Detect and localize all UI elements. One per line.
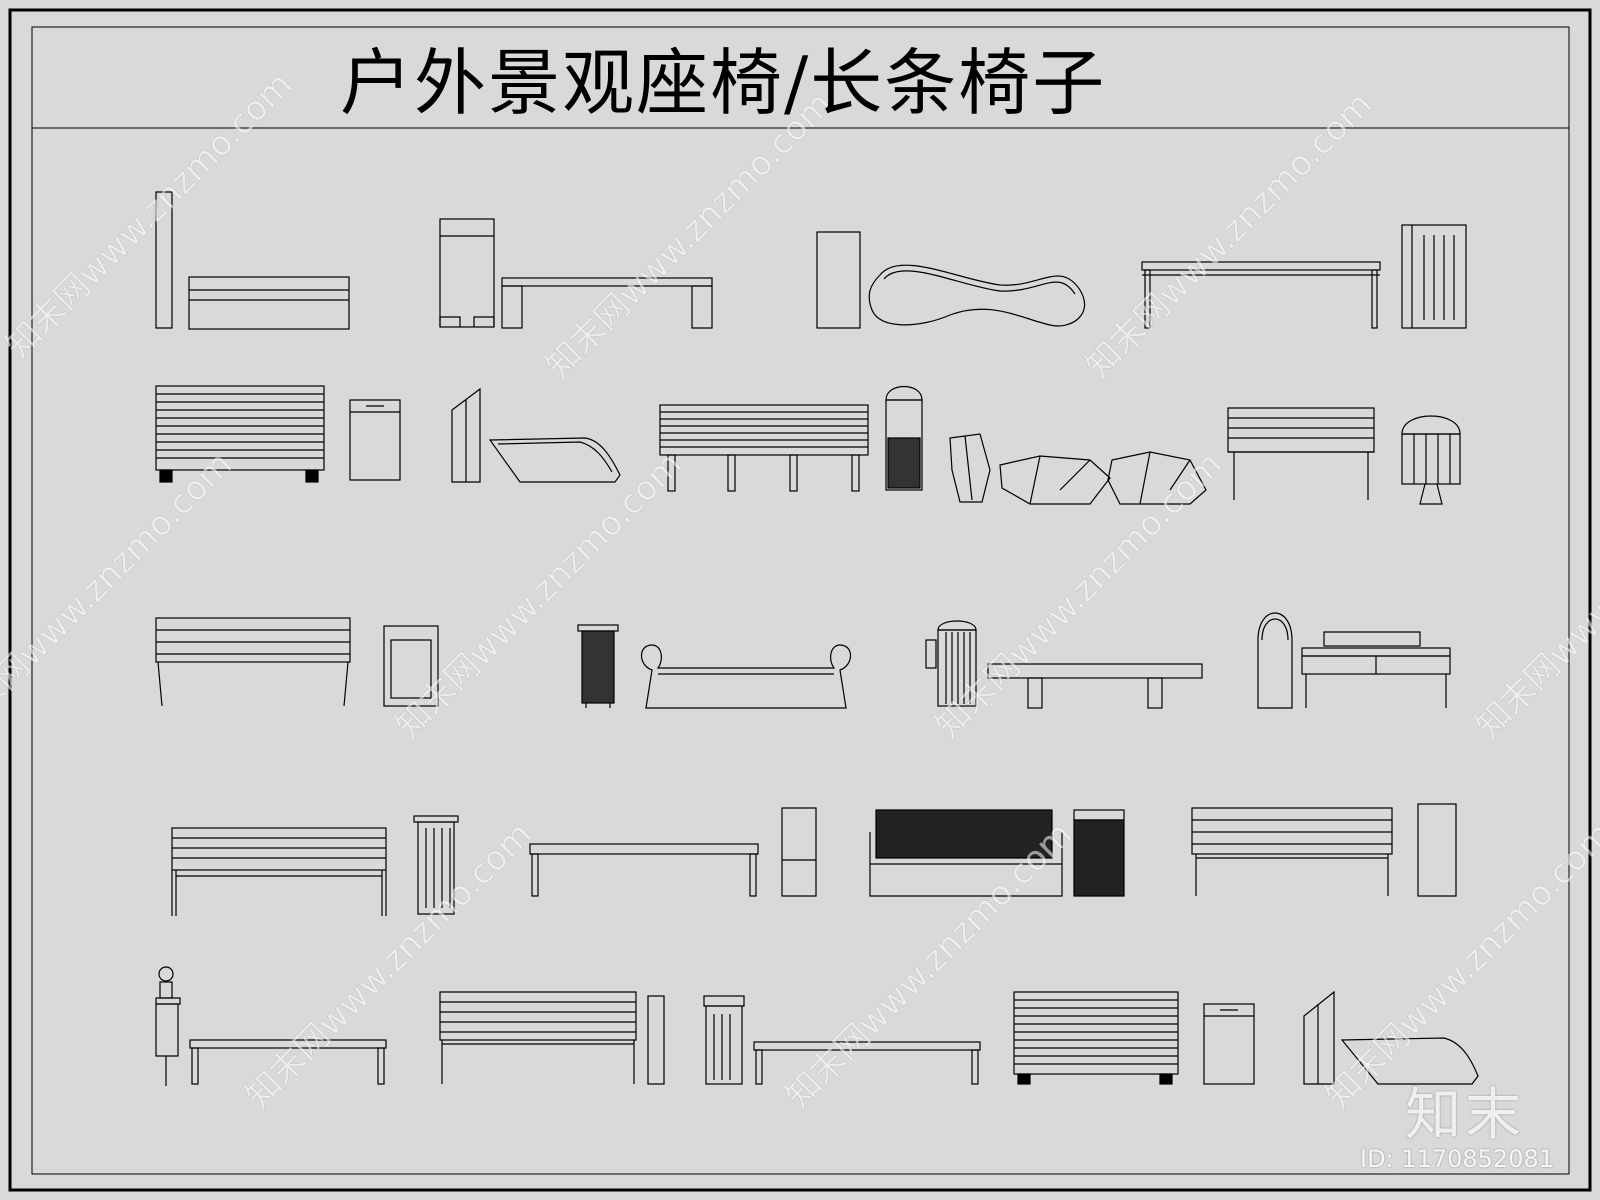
lamp-post-18 — [155, 966, 181, 1086]
watermark-text: 知末网www.znzmo.com — [238, 814, 540, 1116]
trash-bin-7 — [885, 386, 923, 491]
watermark-text: 知末网www.znzmo.com — [928, 444, 1230, 746]
trash-bin-19 — [647, 995, 665, 1085]
angled-bench-6 — [451, 387, 621, 483]
brand-logo: 知末 — [1405, 1083, 1525, 1148]
flat-bench-20 — [753, 1041, 981, 1085]
watermark-text: 知末网www.znzmo.com — [0, 64, 300, 366]
flat-bench-12 — [987, 663, 1203, 709]
page-title: 户外景观座椅/长条椅子 — [340, 41, 1107, 125]
trash-bin-11 — [577, 624, 619, 708]
image-id-label: ID: 1170852081 — [1360, 1145, 1554, 1173]
curved-bench-3 — [816, 231, 1086, 329]
trash-bin-4 — [1401, 224, 1467, 329]
bench-elevation-17 — [1191, 807, 1393, 896]
inner-border — [31, 26, 1570, 1175]
trash-bin-12 — [925, 620, 977, 707]
bench-elevation-10 — [155, 617, 351, 707]
faceted-bench-8 — [949, 433, 1207, 505]
slatted-bench-5 — [155, 385, 325, 483]
watermark-text: 知末网www.znzmo.com — [1468, 444, 1600, 746]
bench-elevation-1 — [155, 191, 350, 330]
watermark-text: 知末网www.znzmo.com — [388, 444, 690, 746]
trash-bin-10 — [383, 625, 439, 707]
watermark-text: 知末网www.znzmo.com — [538, 84, 840, 386]
angled-bench-22 — [1303, 990, 1479, 1085]
flat-bench-15 — [529, 843, 759, 897]
trash-bin-21 — [1203, 1003, 1255, 1085]
outer-border — [8, 8, 1592, 1192]
bench-elevation-13 — [1301, 631, 1451, 708]
slatted-bench-19 — [439, 991, 637, 1084]
watermark-text: 知末网www.znzmo.com — [778, 814, 1080, 1116]
slatted-bench-21 — [1013, 991, 1179, 1085]
watermark-layer: 知末网www.znzmo.com 知末网www.znzmo.com 知末网www… — [0, 64, 1600, 1117]
trash-bin-16 — [1073, 809, 1125, 897]
watermark-text: 知末网www.znzmo.com — [0, 444, 240, 746]
slatted-bench-7 — [659, 404, 869, 492]
bench-elevation-11 — [640, 644, 852, 709]
flat-bench-18 — [189, 1039, 387, 1085]
trash-bin-9 — [1401, 415, 1461, 505]
bench-elevation-4 — [1141, 261, 1381, 329]
bench-elevation-2 — [439, 218, 713, 329]
bench-elevation-14 — [171, 827, 387, 916]
bench-with-armrests-9 — [1227, 407, 1375, 500]
trash-bin-20 — [703, 995, 745, 1085]
trash-bin-5 — [349, 399, 401, 481]
trash-bin-17 — [1417, 803, 1457, 897]
trash-bin-13 — [1257, 612, 1293, 709]
watermark-text: 知末网www.znzmo.com — [1078, 84, 1380, 386]
dark-slatted-bench-16 — [869, 809, 1063, 897]
trash-bin-15 — [781, 807, 817, 897]
trash-bin-14 — [413, 815, 459, 915]
